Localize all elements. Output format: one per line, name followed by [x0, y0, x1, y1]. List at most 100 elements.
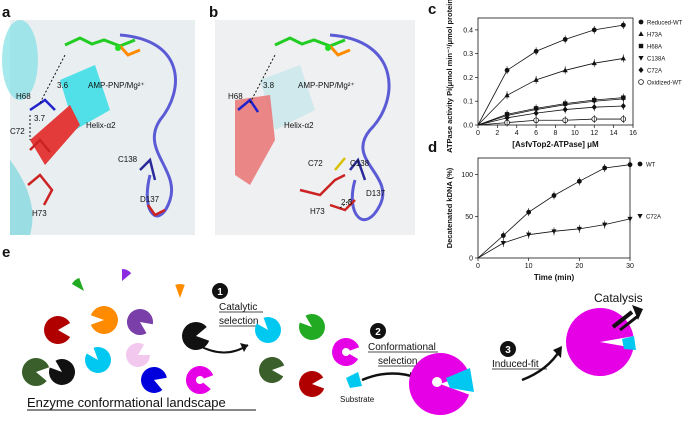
panel-a-h68-label: H68	[16, 92, 31, 101]
enzyme-substrate-complex	[409, 353, 474, 415]
step-1-label-line1: Catalytic	[219, 302, 257, 313]
legend-marker	[638, 19, 644, 25]
chart-c-y-tick-label: 0.3	[463, 51, 473, 58]
chart-c-series-c138a: C138A	[477, 56, 665, 126]
panel-b-ligand-label: AMP-PNP/Mg²⁺	[298, 81, 355, 90]
panel-b-residues	[237, 98, 367, 212]
panel-b-h68-label: H68	[228, 92, 243, 101]
step-1-label-line2: selection	[219, 316, 258, 327]
chart-c-y-tick-label: 0.4	[463, 27, 473, 34]
legend-marker	[637, 214, 643, 219]
catalysis-burst-icon	[611, 305, 643, 332]
series-line	[477, 218, 631, 259]
panel-b: b 3.8 AMP-PNP/Mg²⁺ H68 Helix-α2 C72 C138…	[209, 4, 415, 235]
chart-d-series-wt: WT	[477, 160, 656, 259]
chart-c-series-h68a: H68A	[477, 43, 662, 126]
substrate-label: Substrate	[340, 395, 375, 404]
legend-label: C138A	[647, 57, 665, 63]
panel-a-hbond-1	[39, 54, 66, 104]
panel-b-letter: b	[209, 4, 218, 21]
legend-marker	[638, 79, 644, 85]
chart-c-series-c72a: C72A	[477, 67, 662, 126]
panel-a-background	[10, 20, 195, 235]
panel-b-h73-label: H73	[310, 207, 325, 216]
panel-a-ligand-label: AMP-PNP/Mg²⁺	[88, 81, 145, 90]
panel-a-letter: a	[2, 4, 11, 21]
conformer-shape	[127, 309, 153, 336]
step-2-badge	[370, 323, 386, 339]
legend-label: H73A	[647, 33, 662, 39]
landscape-label: Enzyme conformational landscape	[27, 395, 226, 410]
chart-c-x-tick-label: 4	[515, 130, 519, 137]
series-line	[477, 164, 631, 259]
panel-e: e 1 Catalytic selection 2 Conformational…	[2, 244, 643, 415]
selected-conformations	[255, 314, 360, 398]
chart-c-x-tick-label: 8	[554, 130, 558, 137]
panel-b-c138-label: C138	[350, 159, 370, 168]
series-line	[477, 98, 624, 126]
step-1-number: 1	[217, 287, 223, 298]
series-line	[477, 105, 624, 126]
panel-a-cyan-ribbon	[2, 20, 38, 100]
selected-conformer-shape	[259, 357, 285, 384]
conformer-shape	[175, 283, 185, 298]
conformational-landscape	[21, 269, 214, 395]
panel-a-d137-label: D137	[140, 195, 160, 204]
chart-c-y-tick-label: 0.2	[463, 75, 473, 82]
panel-b-c72-label: C72	[308, 159, 323, 168]
selected-conformer-shape	[299, 371, 325, 398]
chart-c-series-oxidized-wt: Oxidized-WT	[477, 79, 682, 127]
legend-marker	[637, 161, 643, 167]
step-1-badge	[212, 283, 228, 299]
chart-d-x-tick-label: 10	[525, 263, 533, 270]
step-3-badge	[500, 341, 516, 357]
panel-a-c138-label: C138	[118, 155, 138, 164]
chart-d-y-axis-label: Decatenated kDNA (%)	[445, 167, 454, 248]
step-2-label-line1: Conformational	[368, 342, 436, 353]
chart-d-x-tick-label: 0	[476, 263, 480, 270]
chart-c-x-tick-label: 10	[571, 130, 579, 137]
panel-b-distance-2: 2.8	[341, 198, 353, 207]
panel-a-cyan-ribbon-lower	[10, 160, 33, 235]
chart-c-y-tick-label: 0.1	[463, 99, 473, 106]
chart-c-x-tick-label: 0	[476, 130, 480, 137]
panel-d-letter: d	[428, 139, 437, 156]
conformer-shape	[84, 347, 111, 373]
chart-d-y-tick-label: 50	[465, 214, 473, 221]
chart-c-x-tick-label: 2	[495, 130, 499, 137]
step-3-number: 3	[505, 345, 511, 356]
series-line	[477, 97, 624, 126]
conformer-shape	[44, 316, 71, 345]
series-line	[477, 24, 624, 126]
legend-marker	[638, 56, 644, 61]
step-2-label-line2: selection	[378, 356, 417, 367]
chart-d-y-tick-label: 100	[461, 172, 473, 179]
panel-a: a 3.6 AMP-PNP/Mg²⁺ H68 3.7 Helix-α2 C72 …	[2, 4, 195, 235]
panel-b-hbond-2	[339, 197, 353, 209]
panel-b-helix-label: Helix-α2	[284, 121, 314, 130]
selected-conformer-shape	[255, 317, 281, 344]
substrate-shape	[346, 372, 362, 388]
chart-c-x-tick-label: 12	[590, 130, 598, 137]
conformer-shape	[71, 277, 84, 291]
chart-c-x-tick-label: 6	[534, 130, 538, 137]
legend-label: WT	[646, 163, 656, 169]
series-line	[477, 118, 624, 126]
panel-b-d137-label: D137	[366, 189, 386, 198]
chart-c-series-reduced-wt: Reduced-WT	[477, 19, 683, 126]
panel-a-c72-label: C72	[10, 127, 25, 136]
panel-b-helix-red	[235, 95, 275, 185]
conformer-shape	[90, 306, 119, 334]
legend-marker	[638, 67, 644, 73]
legend-label: H68A	[647, 45, 662, 51]
panel-b-blue-loop	[329, 33, 391, 221]
panel-c-letter: c	[428, 1, 436, 18]
panel-a-distance-2: 3.7	[34, 114, 46, 123]
chart-c-series-h73a: H73A	[477, 31, 662, 126]
chart-d-y-tick-label: 0	[469, 256, 473, 263]
